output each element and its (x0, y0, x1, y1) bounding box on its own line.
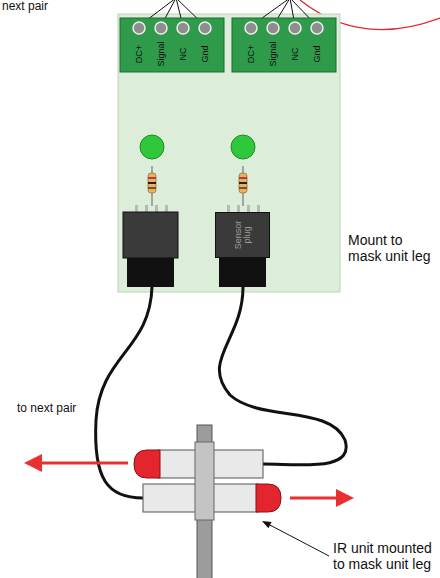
resistor-band (148, 187, 156, 189)
circuit-board (118, 14, 340, 292)
arrowhead (262, 521, 272, 528)
screw (267, 22, 279, 34)
resistor-body (239, 173, 247, 193)
terminal-block (120, 18, 224, 72)
pin-label: DC+ (134, 45, 144, 63)
resistor-body (148, 173, 156, 193)
screw (177, 22, 189, 34)
plug-label: Sensor plug (233, 215, 252, 255)
resistor-band (148, 177, 156, 179)
plug-body (127, 258, 174, 287)
pin-label: Gnd (200, 45, 210, 62)
resistor-symbol (148, 166, 156, 206)
screw (311, 22, 323, 34)
resistor-band (239, 182, 247, 184)
screw (155, 22, 167, 34)
clamp (195, 442, 214, 520)
resistor-band (239, 177, 247, 179)
pin-label: NC (178, 48, 188, 61)
direction-arrow (290, 497, 340, 500)
mounting-note: Mount to mask unit leg (348, 233, 437, 264)
screw (133, 22, 145, 34)
screw (199, 22, 211, 34)
plug-body (219, 258, 266, 287)
sensor-socket: Sensor plug (215, 212, 270, 258)
pin-label: Signal (268, 41, 278, 66)
note-text: next pair (2, 0, 48, 13)
led (140, 135, 164, 159)
led (231, 135, 255, 159)
pin-label: DC+ (246, 45, 256, 63)
resistor-band (148, 182, 156, 184)
ir-lens-cap (256, 484, 281, 512)
resistor-band (239, 187, 247, 189)
resistor-symbol (239, 166, 247, 206)
arrowhead (24, 454, 42, 472)
sensor-socket (123, 212, 178, 258)
pin-label: NC (290, 48, 300, 61)
pin-label: Signal (156, 41, 166, 66)
ir-lens-cap (134, 450, 160, 478)
leader-line (268, 524, 329, 556)
screw (245, 22, 257, 34)
sensor-cable (219, 287, 346, 465)
direction-note: to next pair (17, 402, 76, 415)
terminal-block (232, 18, 336, 72)
pin-label: Gnd (312, 45, 322, 62)
arrowhead (336, 489, 354, 507)
callout-text: IR unit mounted to mask unit leg (333, 541, 437, 572)
direction-arrow (38, 462, 128, 465)
terminal-screws (133, 22, 323, 34)
screw (289, 22, 301, 34)
